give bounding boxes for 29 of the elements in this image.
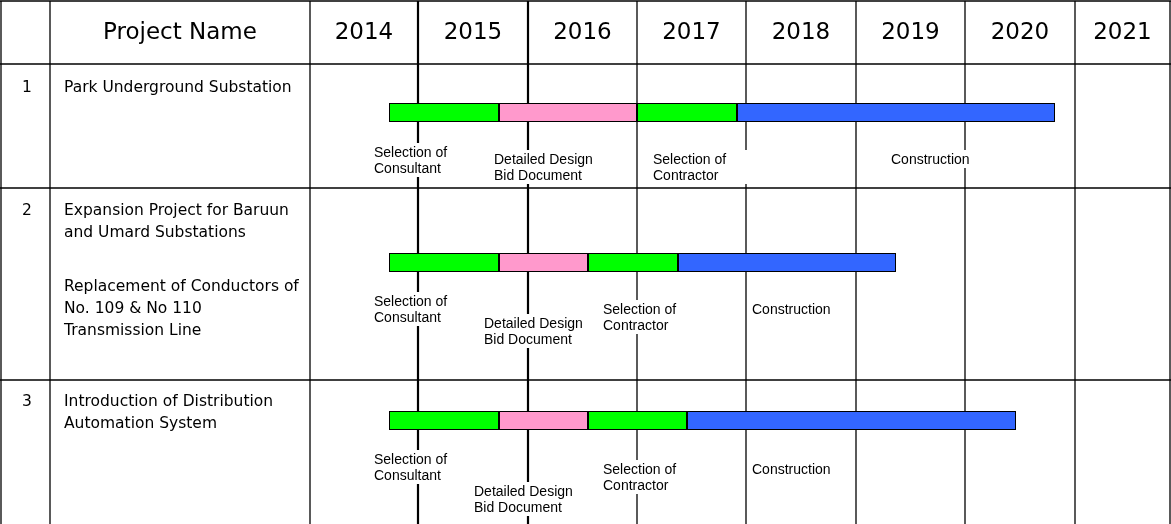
column-header: Project Name (102, 17, 258, 45)
gantt-bar (588, 253, 678, 272)
year-header: 2019 (880, 17, 941, 45)
gantt-bar (687, 411, 1016, 430)
gantt-bar (678, 253, 896, 272)
gantt-bar (637, 103, 737, 122)
project-name: Replacement of Conductors of No. 109 & No 110 Transmission Line (64, 276, 300, 341)
project-name: Introduction of Distribution Automation System (64, 391, 275, 434)
row-number: 2 (22, 200, 33, 221)
year-header: 2020 (989, 17, 1051, 45)
project-name: Park Underground Substation (64, 77, 293, 98)
gantt-bar (499, 103, 637, 122)
row-number: 3 (22, 391, 33, 412)
project-name: Expansion Project for Baruun and Umard Substations (64, 200, 290, 243)
year-header: 2018 (770, 17, 832, 45)
gantt-bar (588, 411, 687, 430)
year-header: 2017 (661, 17, 722, 45)
year-header: 2016 (552, 17, 613, 45)
gantt-bar (389, 411, 499, 430)
gantt-bar (499, 411, 588, 430)
year-header: 2014 (333, 17, 395, 45)
gantt-bar (737, 103, 1055, 122)
bar-label: Selection of Contractor (651, 150, 750, 184)
year-header: 2015 (442, 17, 504, 45)
gantt-bar (499, 253, 588, 272)
gantt-bar (389, 253, 499, 272)
row-number: 1 (22, 77, 33, 98)
gantt-bar (389, 103, 499, 122)
year-header: 2021 (1092, 17, 1153, 45)
